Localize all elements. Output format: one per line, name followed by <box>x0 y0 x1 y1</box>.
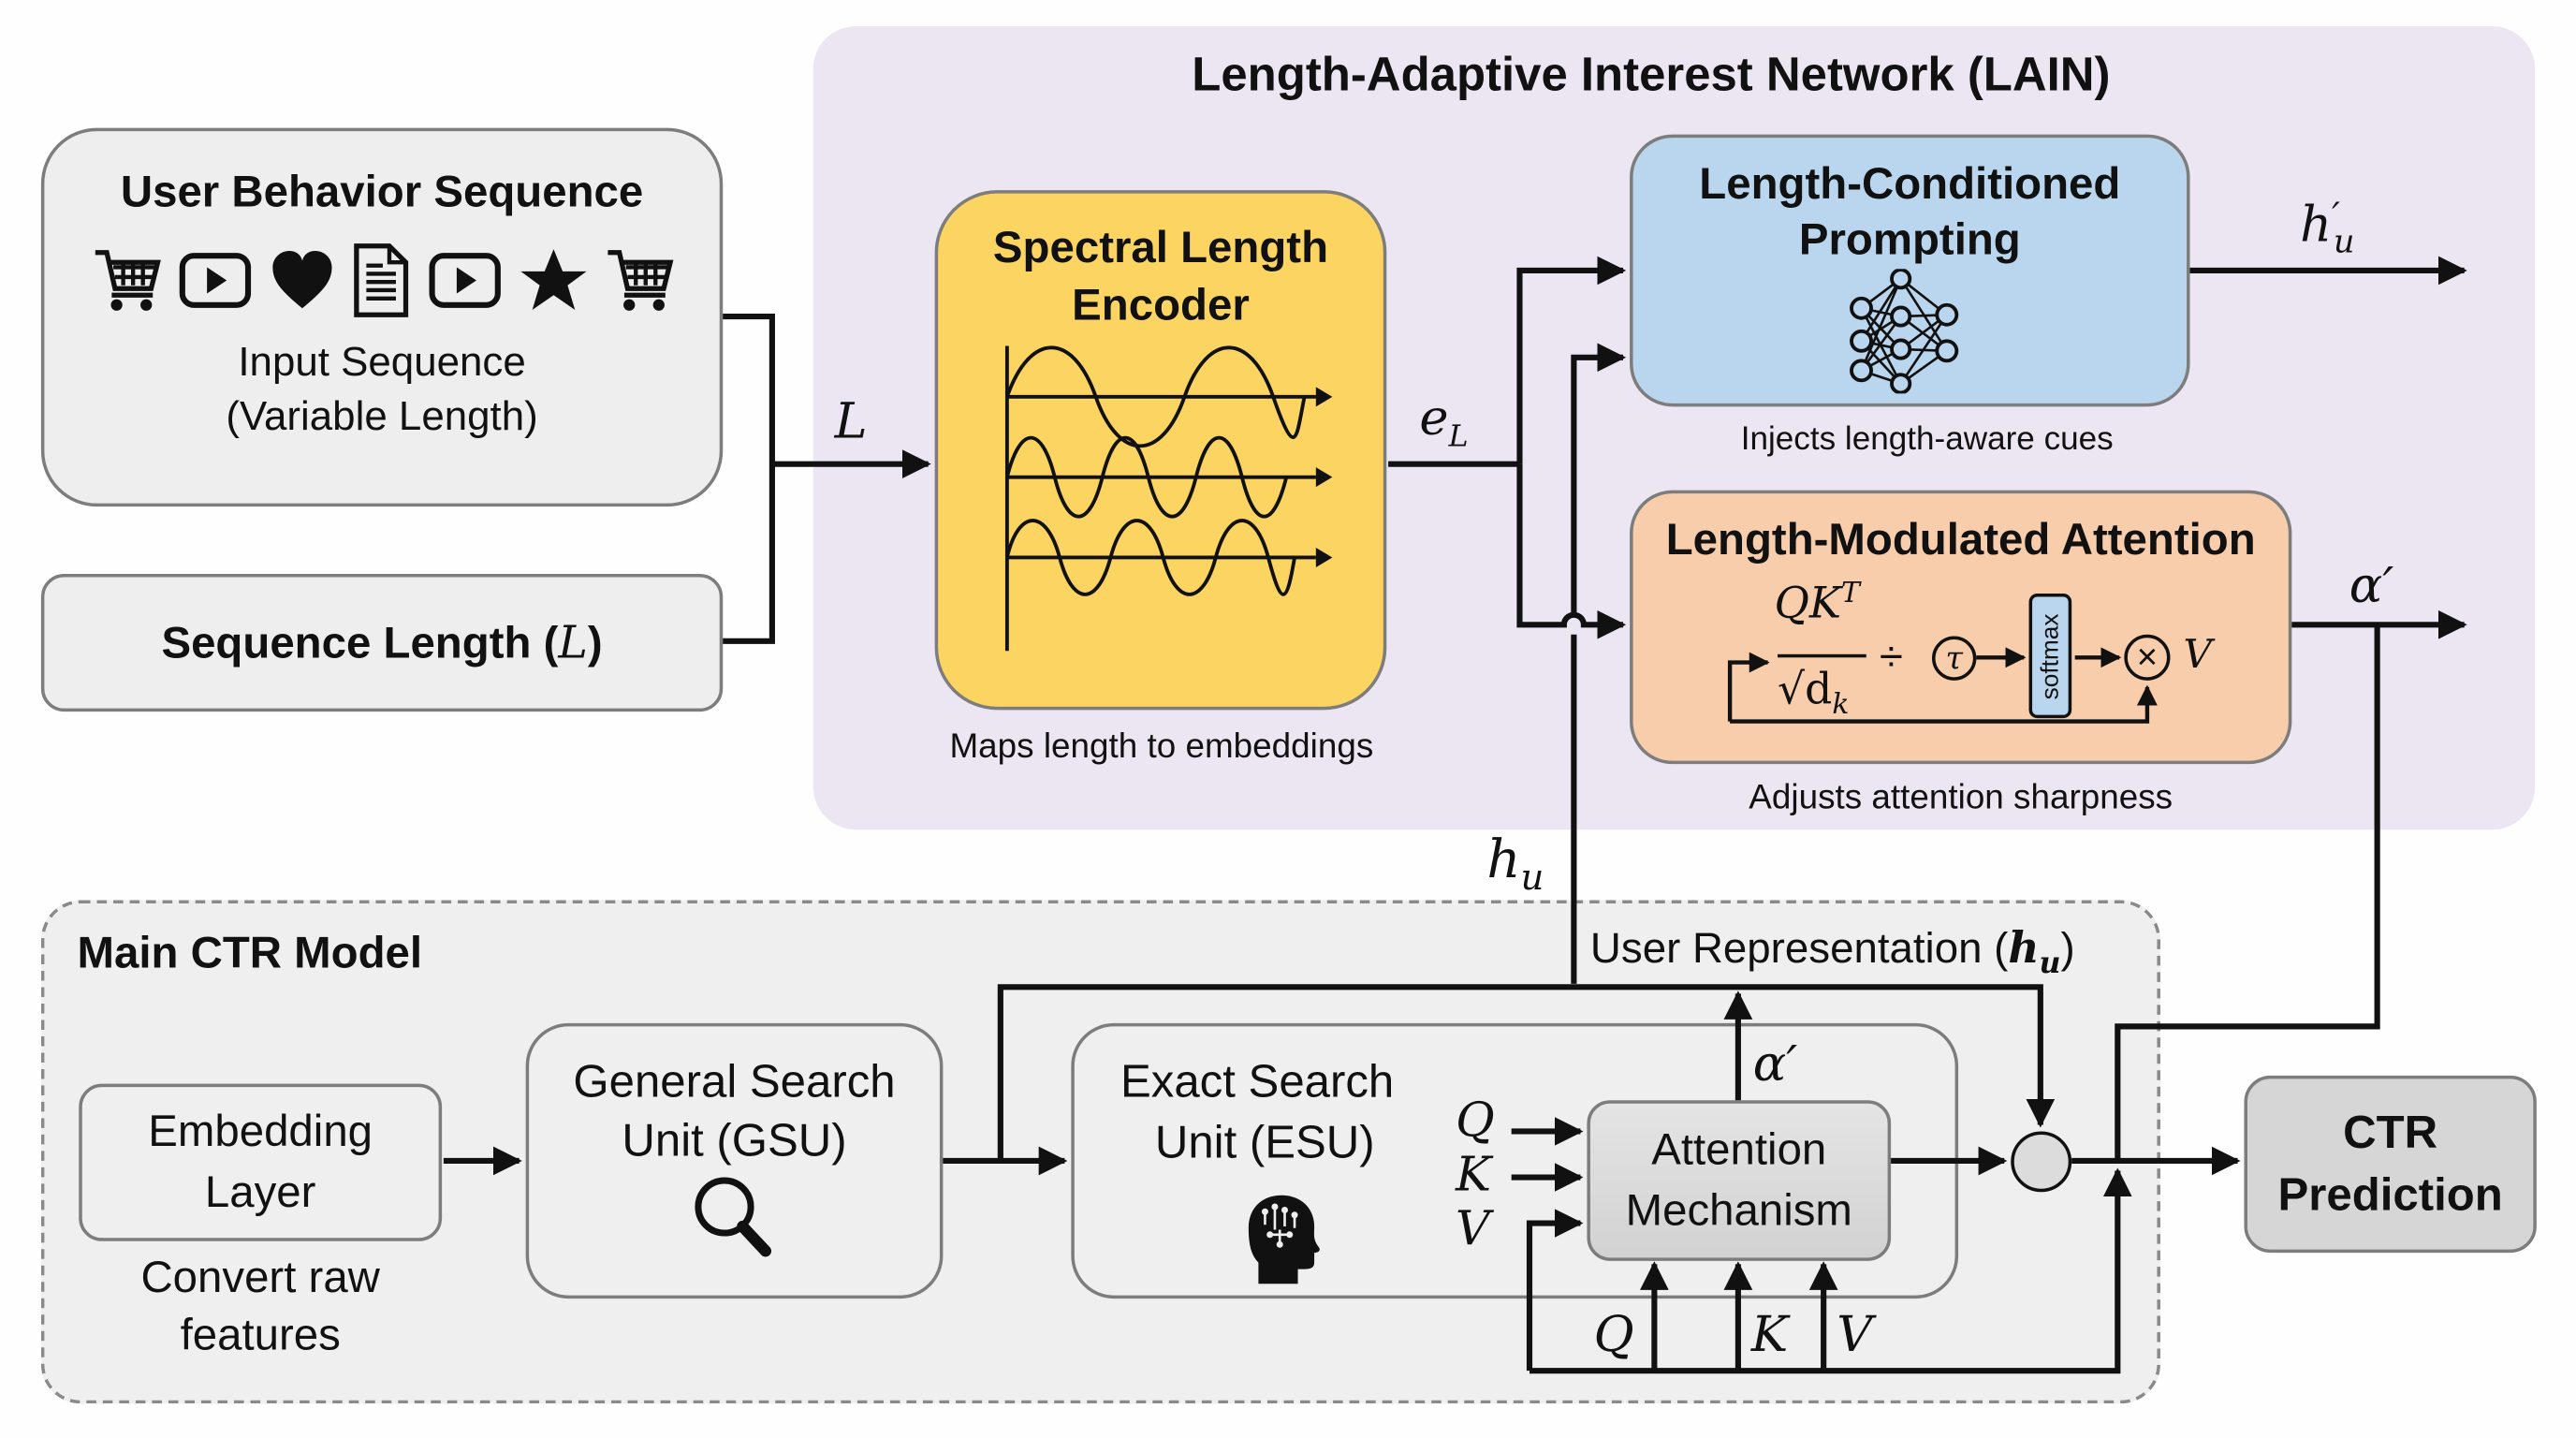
sequence-length-label: Sequence Length (L) <box>161 617 603 668</box>
attention-line2: Mechanism <box>1625 1185 1852 1235</box>
formula-V: V <box>2183 631 2212 678</box>
attention-formula: QKT √dk ÷ τ softmax × V <box>1708 574 2283 738</box>
heart-icon <box>271 250 331 309</box>
star-icon <box>520 249 586 311</box>
label-L: L <box>834 393 868 451</box>
embedding-caption-line2: features <box>180 1310 341 1359</box>
label-V-bottom: V <box>1837 1306 1873 1365</box>
sequence-length-box: Sequence Length (L) <box>40 573 724 712</box>
fusion-node <box>2011 1131 2072 1193</box>
wire-eL-to-prompting <box>1516 256 1627 464</box>
variable-length-label: (Variable Length) <box>226 393 538 440</box>
wire-gsu-branch-up <box>997 984 2056 1161</box>
sine-waves-icon <box>1004 345 1333 652</box>
embedding-line2: Layer <box>204 1167 316 1217</box>
formula-loop-bottom <box>1730 684 2158 724</box>
label-alpha-prime-top: α′ <box>2349 557 2394 615</box>
length-modulated-attention-box: Length-Modulated Attention <box>1630 490 2292 765</box>
modulated-attention-title: Length-Modulated Attention <box>1665 514 2256 565</box>
attention-line1: Attention <box>1651 1124 1827 1175</box>
label-Q-bottom: Q <box>1593 1306 1634 1365</box>
general-search-unit-box: General Search Unit (GSU) <box>525 1022 944 1299</box>
wire-alpha-prime-down <box>2115 624 2380 1161</box>
esu-line1: Exact Search <box>1120 1055 1395 1108</box>
prompting-caption: Injects length-aware cues <box>1740 421 2114 458</box>
spectral-encoder-caption: Maps length to embeddings <box>949 727 1374 766</box>
wire-eL-to-attention <box>1516 463 1627 639</box>
prompting-title-line2: Prompting <box>1798 214 2021 264</box>
spectral-encoder-title-line1: Spectral Length <box>992 223 1329 272</box>
prompting-title-line1: Length-Conditioned <box>1699 158 2121 209</box>
label-V-side: V <box>1456 1200 1490 1256</box>
wire-user-behavior <box>723 313 775 644</box>
label-user-representation: User Representation (hu) <box>1589 923 2075 981</box>
head-brain-icon <box>1248 1195 1320 1284</box>
label-alpha-prime-inner: α′ <box>1752 1035 1798 1094</box>
wire-bottom-bus <box>1529 1167 2132 1374</box>
document-icon <box>353 243 408 317</box>
input-sequence-label: Input Sequence <box>238 339 526 386</box>
user-behavior-title: User Behavior Sequence <box>120 167 644 217</box>
sequence-length-symbol: L <box>558 617 588 668</box>
esu-line2: Unit (ESU) <box>1154 1116 1375 1167</box>
fraction-bar <box>1778 653 1866 658</box>
label-Q-side: Q <box>1456 1092 1495 1148</box>
behavior-icons-row <box>91 243 673 317</box>
embedding-caption-line1: Convert raw <box>140 1253 380 1302</box>
softmax-block: softmax <box>2028 594 2072 719</box>
label-eL: eL <box>1419 389 1469 455</box>
gsu-line2: Unit (GSU) <box>622 1114 847 1167</box>
spectral-length-encoder-box: Spectral Length Encoder <box>934 190 1387 711</box>
formula-loop-wire <box>1727 652 1770 722</box>
divide-symbol: ÷ <box>1879 631 1903 681</box>
wire-hu-up <box>1571 358 1623 984</box>
formula-denominator: √dk <box>1778 666 1850 722</box>
gsu-line1: General Search <box>573 1055 896 1108</box>
label-K-side: K <box>1456 1146 1492 1202</box>
user-behavior-sequence-box: User Behavior Sequence Input Sequence (V… <box>40 127 724 507</box>
wire-v-in <box>1526 1209 1584 1372</box>
main-ctr-title: Main CTR Model <box>77 928 423 977</box>
magnifier-icon <box>695 1177 772 1257</box>
video-play-icon <box>178 253 251 308</box>
label-hu-prime: h′u <box>2300 197 2355 261</box>
length-conditioned-prompting-box: Length-Conditioned Prompting <box>1630 134 2190 407</box>
formula-numerator: QKT <box>1774 577 1860 629</box>
tau-node: τ <box>1931 636 1977 681</box>
modulated-attention-caption: Adjusts attention sharpness <box>1749 778 2174 817</box>
embedding-line1: Embedding <box>148 1107 373 1156</box>
label-K-bottom: K <box>1750 1306 1789 1365</box>
lain-title: Length-Adaptive Interest Network (LAIN) <box>1192 49 2111 102</box>
ctr-prediction-box: CTR Prediction <box>2244 1075 2537 1254</box>
video-play-icon <box>428 253 500 308</box>
cart-icon <box>607 250 673 311</box>
label-hu: hu <box>1486 828 1544 900</box>
cart-icon <box>94 250 160 311</box>
attention-mechanism-box: Attention Mechanism <box>1587 1100 1892 1261</box>
spectral-encoder-title-line2: Encoder <box>1072 280 1250 330</box>
multiply-node: × <box>2124 634 2171 681</box>
ctr-prediction-line1: CTR <box>2343 1107 2438 1158</box>
ctr-prediction-line2: Prediction <box>2277 1168 2503 1221</box>
embedding-layer-box: Embedding Layer <box>79 1083 443 1241</box>
neural-network-icon <box>1849 269 1958 394</box>
